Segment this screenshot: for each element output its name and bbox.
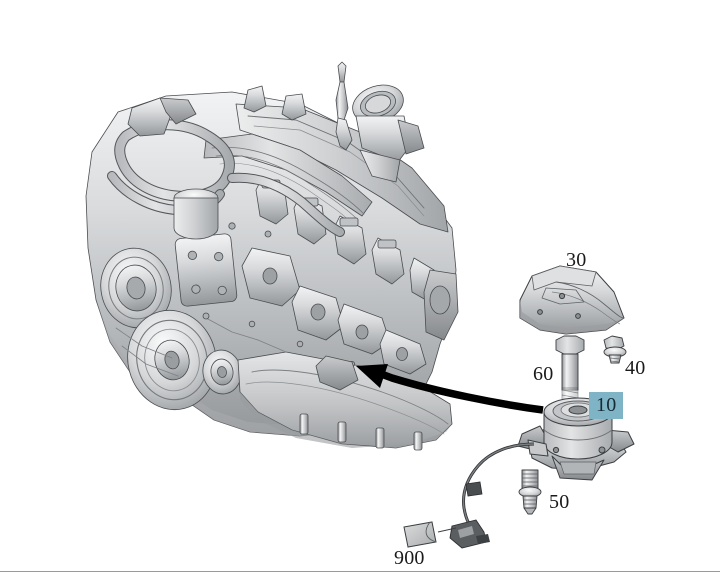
stud-50-lower-threads	[523, 499, 537, 505]
leader-line-900	[437, 527, 457, 533]
block-ribs	[115, 317, 287, 377]
callout-10-highlighted[interactable]: 10	[589, 392, 624, 419]
part-50-stud-bolt	[518, 469, 542, 515]
callout-40: 40	[625, 357, 646, 379]
mount-sensor-harness	[449, 442, 535, 549]
bracket-bolt-holes	[262, 267, 408, 361]
oil-filter-housing	[174, 233, 238, 307]
engine-assembly-illustration	[85, 61, 459, 451]
part-10-engine-mount	[517, 397, 635, 481]
oil-pan-studs	[299, 413, 423, 451]
oil-pan	[237, 351, 453, 449]
part-40-flange-bolt	[603, 335, 627, 364]
part-30-bracket	[519, 265, 625, 335]
callout-60: 60	[533, 363, 554, 385]
footer-divider	[0, 571, 720, 572]
accessory-pulleys	[100, 247, 242, 411]
callout-30: 30	[566, 249, 587, 271]
part-900-connector-tag	[403, 521, 457, 548]
dipstick-tube	[335, 61, 353, 151]
stud-50-upper-threads	[522, 473, 538, 487]
callout-50: 50	[549, 491, 570, 513]
block-rear-face	[423, 269, 459, 341]
coolant-hose	[227, 172, 345, 237]
harness-end-connector	[449, 519, 490, 549]
canister-component	[173, 188, 219, 240]
harness-clip	[465, 481, 483, 497]
head-studs	[243, 85, 307, 121]
throttle-body	[352, 84, 425, 183]
mount-attachment-boss	[315, 355, 359, 391]
installation-pointer-arrow	[356, 364, 544, 414]
callout-900: 900	[394, 547, 425, 569]
